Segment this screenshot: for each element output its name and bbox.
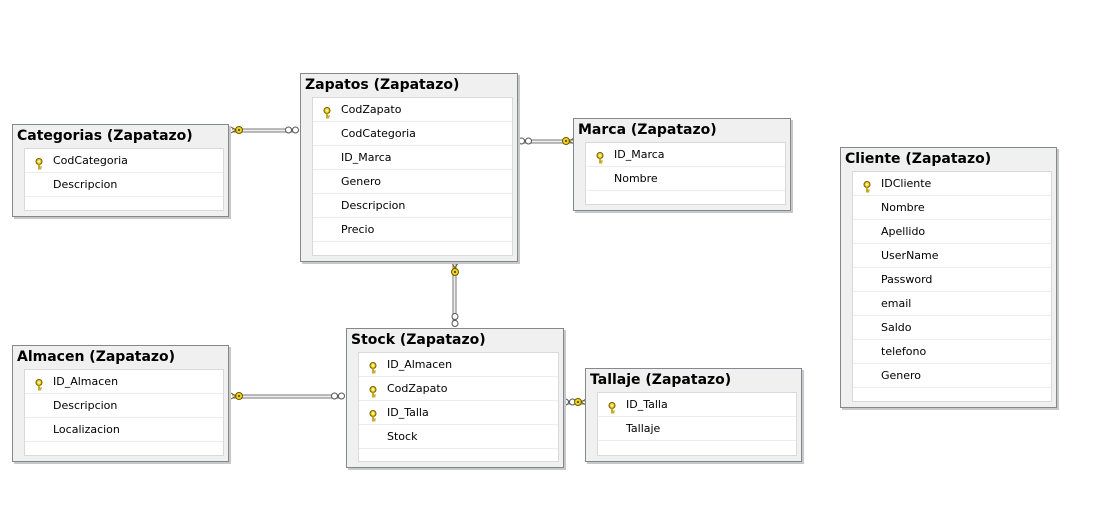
primary-key-icon — [607, 399, 617, 414]
column-name: ID_Almacen — [387, 358, 453, 371]
table-title: Categorias (Zapatazo) — [17, 128, 193, 144]
column-name: Descripcion — [53, 178, 118, 191]
column-name: Saldo — [881, 321, 912, 334]
column-row[interactable]: Precio — [313, 218, 512, 242]
primary-key-icon — [368, 359, 378, 374]
column-row[interactable]: ID_Marca — [586, 143, 785, 167]
column-row[interactable]: Descripcion — [25, 173, 223, 197]
table-title: Almacen (Zapatazo) — [17, 349, 176, 365]
column-name: ID_Marca — [341, 151, 392, 164]
column-name: Tallaje — [626, 422, 661, 435]
column-name: telefono — [881, 345, 927, 358]
column-row[interactable]: Genero — [313, 170, 512, 194]
table-title: Marca (Zapatazo) — [578, 122, 717, 138]
column-row[interactable]: ID_Almacen — [359, 353, 558, 377]
column-name: Genero — [341, 175, 382, 188]
column-row[interactable]: ID_Talla — [598, 393, 796, 417]
table-title: Tallaje (Zapatazo) — [590, 372, 732, 388]
column-row[interactable]: CodZapato — [313, 98, 512, 122]
column-row[interactable]: IDCliente — [853, 172, 1051, 196]
column-name: Password — [881, 273, 933, 286]
column-row[interactable]: telefono — [853, 340, 1051, 364]
rel-zapatos-stock[interactable] — [451, 262, 459, 327]
column-name: Descripcion — [53, 399, 118, 412]
column-name: Nombre — [881, 201, 925, 214]
rel-stock-tallaje[interactable] — [562, 398, 587, 406]
primary-key-icon — [34, 155, 44, 170]
rel-zapatos-marca[interactable] — [518, 137, 575, 145]
rel-almacen-stock[interactable] — [230, 392, 345, 400]
column-row[interactable]: email — [853, 292, 1051, 316]
column-name: ID_Talla — [626, 398, 668, 411]
column-row[interactable]: ID_Talla — [359, 401, 558, 425]
column-row[interactable]: CodCategoria — [25, 149, 223, 173]
column-row[interactable]: Apellido — [853, 220, 1051, 244]
column-name: email — [881, 297, 912, 310]
column-row[interactable]: Password — [853, 268, 1051, 292]
primary-key-icon — [368, 407, 378, 422]
column-name: Stock — [387, 430, 418, 443]
column-name: ID_Almacen — [53, 375, 119, 388]
rel-categorias-zapatos[interactable] — [230, 126, 299, 134]
primary-key-icon — [368, 383, 378, 398]
primary-key-icon — [34, 376, 44, 391]
column-row[interactable]: ID_Marca — [313, 146, 512, 170]
column-name: IDCliente — [881, 177, 932, 190]
column-name: Descripcion — [341, 199, 406, 212]
column-name: CodZapato — [387, 382, 448, 395]
column-name: Apellido — [881, 225, 926, 238]
column-row[interactable]: Descripcion — [313, 194, 512, 218]
column-row[interactable]: Nombre — [853, 196, 1051, 220]
table-title: Cliente (Zapatazo) — [845, 151, 992, 167]
column-name: Precio — [341, 223, 375, 236]
column-row[interactable]: Genero — [853, 364, 1051, 388]
primary-key-icon — [322, 104, 332, 119]
column-row[interactable]: CodZapato — [359, 377, 558, 401]
column-row[interactable]: CodCategoria — [313, 122, 512, 146]
column-row[interactable]: Nombre — [586, 167, 785, 191]
column-name: Nombre — [614, 172, 658, 185]
column-row[interactable]: Tallaje — [598, 417, 796, 441]
column-name: CodZapato — [341, 103, 402, 116]
table-title: Zapatos (Zapatazo) — [305, 77, 460, 93]
column-name: UserName — [881, 249, 939, 262]
column-name: Localizacion — [53, 423, 120, 436]
column-row[interactable]: Saldo — [853, 316, 1051, 340]
column-name: Genero — [881, 369, 922, 382]
primary-key-icon — [595, 149, 605, 164]
column-row[interactable]: Descripcion — [25, 394, 223, 418]
column-name: CodCategoria — [53, 154, 128, 167]
column-name: ID_Marca — [614, 148, 665, 161]
column-name: CodCategoria — [341, 127, 416, 140]
column-row[interactable]: Localizacion — [25, 418, 223, 442]
column-row[interactable]: UserName — [853, 244, 1051, 268]
column-row[interactable]: Stock — [359, 425, 558, 449]
column-name: ID_Talla — [387, 406, 429, 419]
column-row[interactable]: ID_Almacen — [25, 370, 223, 394]
table-title: Stock (Zapatazo) — [351, 332, 486, 348]
primary-key-icon — [862, 178, 872, 193]
